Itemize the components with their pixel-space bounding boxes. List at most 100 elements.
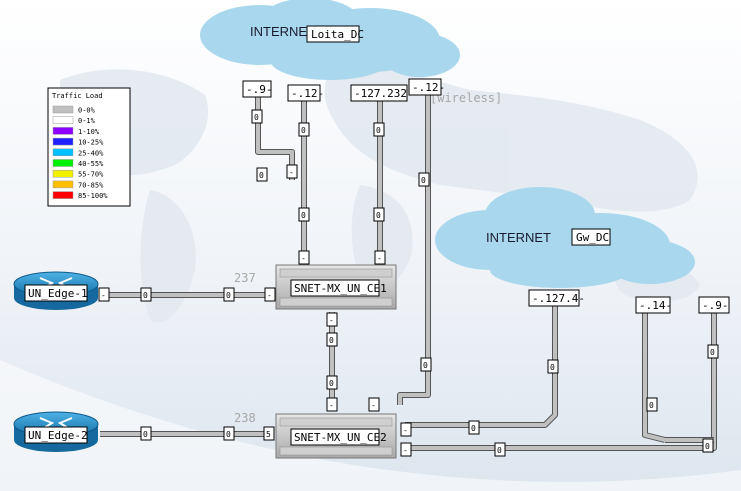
legend-swatch — [52, 159, 74, 167]
switch-ce2-label-box — [290, 428, 380, 446]
cloud-top-site-box[interactable] — [306, 25, 360, 43]
link-bandwidth-box[interactable] — [547, 359, 559, 374]
port-label: - — [289, 168, 294, 177]
link-bandwidth-label: 0 — [329, 379, 334, 388]
port-box[interactable] — [326, 312, 338, 327]
wireless-label: [wireless] — [430, 91, 502, 105]
legend-swatch — [52, 116, 74, 124]
router-un-edge-2[interactable]: UN_Edge-2 — [13, 411, 99, 452]
interface-box[interactable] — [350, 84, 408, 102]
interface-box[interactable] — [528, 289, 580, 307]
interface-box[interactable] — [408, 78, 442, 96]
port-label: - — [101, 291, 106, 300]
network-link[interactable] — [643, 305, 666, 442]
link-bandwidth-label: 0 — [143, 291, 148, 300]
port-box[interactable] — [263, 426, 275, 441]
router-un-edge-2-label: UN_Edge-2 — [28, 429, 88, 442]
traffic-load-legend: Traffic Load 0-0%0-1%1-10%10-25%25-40%40… — [47, 87, 131, 207]
port-box[interactable] — [374, 250, 386, 265]
port-label: - — [301, 254, 306, 263]
link-bandwidth-box[interactable] — [707, 344, 719, 359]
link-bandwidth-box[interactable] — [256, 167, 268, 182]
port-box[interactable] — [400, 422, 412, 437]
cloud-top-site-label: Loita_DC — [311, 28, 364, 41]
interface-label: -127.232- — [354, 87, 414, 100]
link-bandwidth-label: 0 — [226, 430, 231, 439]
router-un-edge-1[interactable]: UN_Edge-1 — [13, 271, 99, 310]
port-box[interactable] — [286, 164, 298, 179]
cloud-right-site-label: Gw_DC — [576, 231, 609, 244]
link-bandwidth-box[interactable] — [140, 426, 152, 441]
legend-entry-label: 40-55% — [78, 160, 104, 168]
link-bandwidth-box[interactable] — [373, 207, 385, 222]
link-bandwidth-box[interactable] — [646, 397, 658, 412]
router-un-edge-1-label-box — [24, 284, 88, 302]
cloud-right-site-box[interactable] — [571, 228, 611, 246]
interface-label: -.12- — [412, 81, 445, 94]
link-bandwidth-label: 0 — [301, 126, 306, 135]
legend-entry-label: 85-100% — [78, 192, 108, 200]
port-box[interactable] — [264, 287, 276, 302]
switch-ce1-label-box — [290, 279, 380, 297]
interface-label: -.127.4- — [532, 292, 585, 305]
interface-label: -.14- — [639, 299, 672, 312]
switch-ce1[interactable]: SNET-MX_UN_CE1 — [275, 264, 397, 310]
link-bandwidth-box[interactable] — [223, 287, 235, 302]
link-bandwidth-box[interactable] — [326, 332, 338, 347]
interface-box[interactable] — [698, 296, 730, 314]
link-bandwidth-label: 0 — [259, 171, 264, 180]
legend-title: Traffic Load — [52, 92, 103, 100]
link-bandwidth-box[interactable] — [420, 357, 432, 372]
link-bandwidth-box[interactable] — [298, 122, 310, 137]
link-bandwidth-box[interactable] — [223, 426, 235, 441]
switch-ce2-number: 238 — [234, 411, 256, 425]
link-bandwidth-label: 0 — [550, 363, 555, 372]
network-link[interactable] — [398, 92, 430, 405]
interface-box[interactable] — [242, 80, 272, 98]
link-bandwidth-box[interactable] — [702, 438, 714, 453]
router-arrows-icon — [39, 417, 73, 429]
router-un-edge-2-label-box — [24, 426, 88, 444]
switch-ce2-label: SNET-MX_UN_CE2 — [294, 431, 387, 444]
router-un-edge-1-label: UN_Edge-1 — [28, 287, 88, 300]
interface-label: -.9- — [246, 83, 273, 96]
link-bandwidth-box[interactable] — [251, 109, 263, 124]
link-bandwidth-label: 0 — [254, 113, 259, 122]
port-box[interactable] — [98, 287, 110, 302]
link-bandwidth-label: 0 — [705, 442, 710, 451]
port-box[interactable] — [298, 250, 310, 265]
link-bandwidth-box[interactable] — [418, 172, 430, 187]
port-label: - — [371, 401, 376, 410]
port-label: - — [267, 291, 272, 300]
legend-entry-label: 0-0% — [78, 107, 96, 115]
cloud-top — [200, 0, 460, 80]
legend-entry-label: 70-85% — [78, 181, 104, 189]
link-bandwidth-label: 0 — [710, 348, 715, 357]
link-bandwidth-box[interactable] — [298, 207, 310, 222]
interface-label: -.9- — [702, 299, 729, 312]
port-box[interactable] — [400, 442, 412, 457]
link-bandwidth-label: 0 — [143, 430, 148, 439]
link-bandwidth-box[interactable] — [494, 442, 506, 457]
link-bandwidth-box[interactable] — [373, 122, 385, 137]
legend-entry-label: 1-10% — [78, 128, 100, 136]
legend-swatch — [52, 191, 74, 199]
link-bandwidth-box[interactable] — [326, 375, 338, 390]
link-bandwidth-box[interactable] — [140, 287, 152, 302]
switch-ce1-label: SNET-MX_UN_CE1 — [294, 282, 387, 295]
switch-ce2[interactable]: SNET-MX_UN_CE2 — [275, 413, 397, 459]
bottom-arc — [0, 360, 741, 491]
link-bandwidth-label: 0 — [471, 424, 476, 433]
port-box[interactable] — [326, 397, 338, 412]
link-bandwidth-box[interactable] — [468, 420, 480, 435]
link-bandwidth-label: 0 — [226, 291, 231, 300]
port-box[interactable] — [368, 397, 380, 412]
interface-box[interactable] — [635, 296, 671, 314]
legend-entry-label: 55-70% — [78, 171, 104, 179]
port-label: 5 — [266, 430, 271, 439]
legend-swatch — [52, 180, 74, 189]
interface-box[interactable] — [287, 84, 321, 102]
link-bandwidth-label: 0 — [376, 211, 381, 220]
